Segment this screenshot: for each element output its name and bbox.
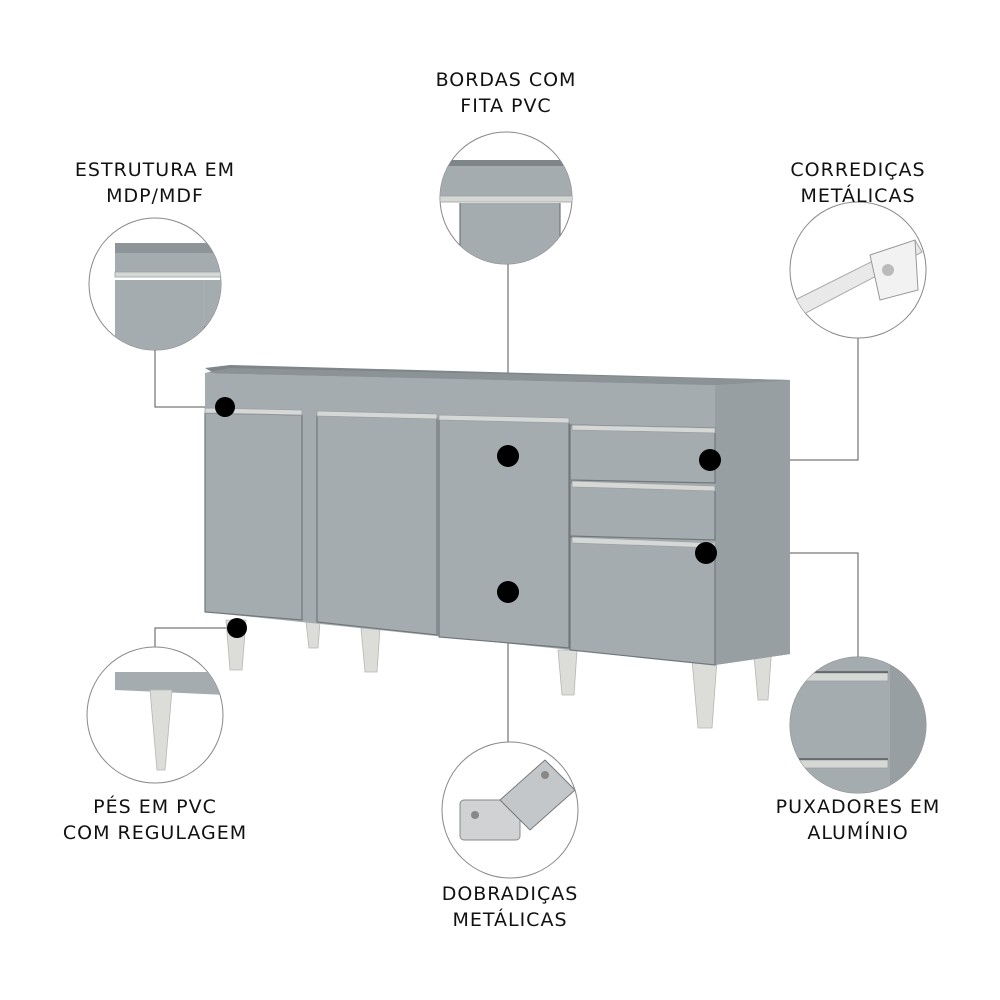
label-line: MDP/MDF	[106, 185, 204, 207]
label-line: DOBRADIÇAS	[442, 883, 579, 905]
label-line: METÁLICAS	[452, 908, 567, 931]
marker-puxadores	[695, 542, 717, 564]
label-line: BORDAS COM	[436, 69, 577, 91]
detail-corredicas	[789, 201, 927, 339]
detail-pes	[86, 646, 224, 784]
marker-pes	[227, 618, 247, 638]
label-estrutura: ESTRUTURA EM MDP/MDF	[75, 159, 235, 207]
cabinet	[204, 365, 790, 729]
door-2	[316, 414, 438, 636]
label-pes: PÉS EM PVC COM REGULAGEM	[63, 795, 247, 844]
marker-dobradicas	[497, 581, 519, 603]
detail-estrutura	[88, 217, 222, 351]
label-corredicas: CORREDIÇAS METÁLICAS	[790, 159, 925, 207]
door-1	[204, 412, 303, 621]
label-line: CORREDIÇAS	[790, 159, 925, 181]
marker-estrutura	[215, 397, 235, 417]
drawer-1	[569, 424, 716, 484]
detail-bordas	[439, 131, 573, 265]
label-bordas: BORDAS COM FITA PVC	[436, 69, 577, 117]
label-line: COM REGULAGEM	[63, 822, 247, 844]
drawer-3	[569, 536, 716, 666]
feature-markers	[215, 397, 721, 638]
label-line: PÉS EM PVC	[93, 795, 217, 818]
marker-corredicas	[699, 449, 721, 471]
marker-bordas	[497, 445, 519, 467]
label-dobradicas: DOBRADIÇAS METÁLICAS	[442, 883, 579, 931]
detail-dobradicas	[441, 741, 579, 879]
label-line: ALUMÍNIO	[807, 821, 908, 844]
label-line: PUXADORES EM	[776, 796, 941, 818]
label-puxadores: PUXADORES EM ALUMÍNIO	[776, 796, 941, 844]
label-line: ESTRUTURA EM	[75, 159, 235, 181]
label-line: METÁLICAS	[800, 184, 915, 207]
detail-puxadores	[789, 656, 927, 794]
label-line: FITA PVC	[460, 95, 551, 117]
